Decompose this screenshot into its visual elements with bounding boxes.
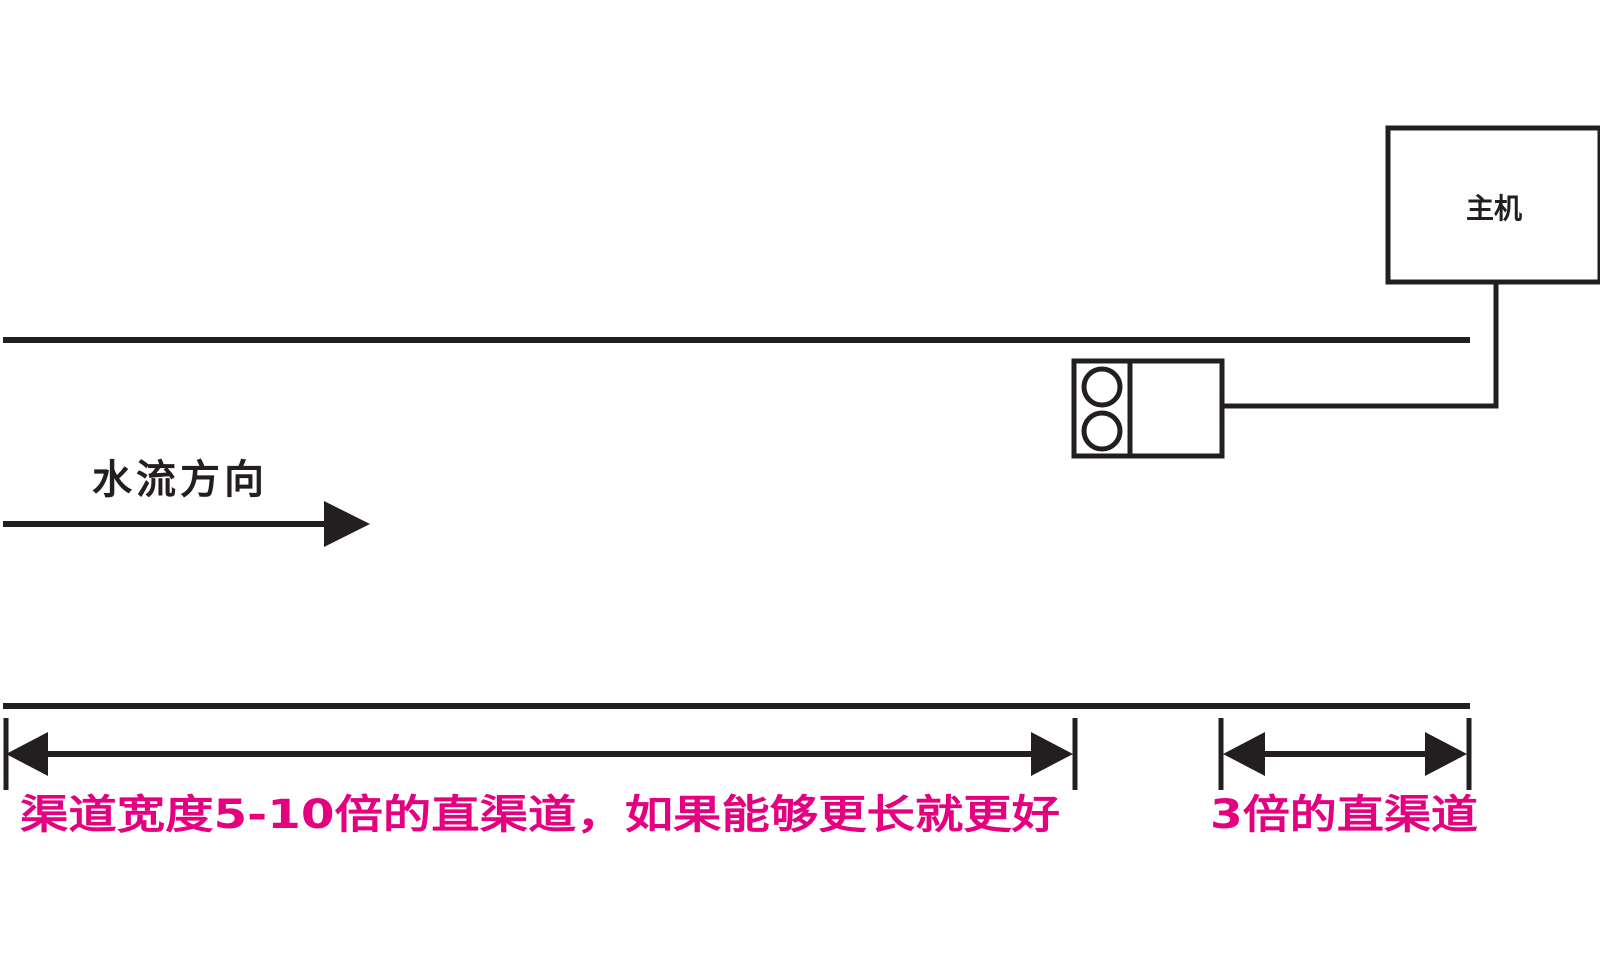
upstream-dimension-arrow	[3, 718, 1078, 790]
downstream-dimension-arrow	[1218, 718, 1472, 790]
flow-direction-label: 水流方向	[92, 457, 268, 503]
downstream-requirement-label: 3倍的直渠道	[1210, 792, 1478, 838]
upstream-requirement-label: 渠道宽度5-10倍的直渠道，如果能够更长就更好	[20, 792, 1060, 838]
dual-circle-sensor-icon	[1071, 358, 1225, 459]
host-box	[1385, 125, 1600, 285]
arrow-right-icon	[3, 501, 370, 547]
host-label: 主机	[1466, 192, 1522, 225]
sensor-cable	[1222, 282, 1499, 409]
host-unit: 主机	[1385, 125, 1600, 285]
sensor-lens-top	[1081, 366, 1123, 408]
sensor-lens-bottom	[1081, 410, 1123, 452]
